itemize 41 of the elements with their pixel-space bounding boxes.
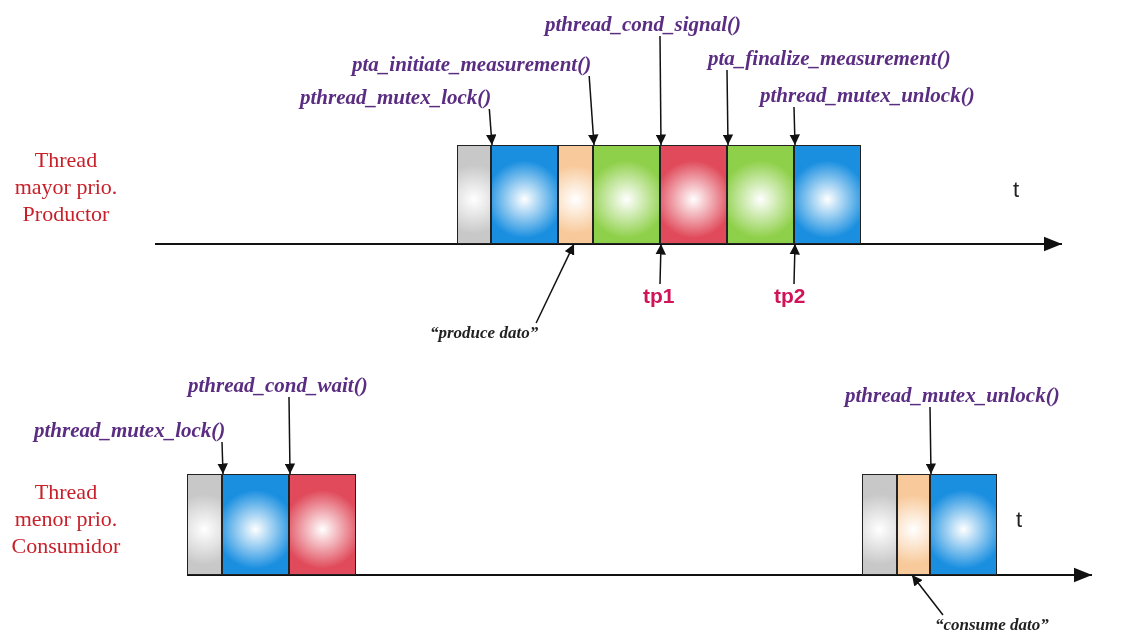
leader-arrow [722,69,734,146]
time-slice-block [727,145,794,244]
time-slice-block [930,474,997,575]
leader-arrow [535,243,575,324]
time-slice-block [593,145,660,244]
function-call-label: pthread_mutex_lock() [300,85,492,109]
time-slice-block [897,474,930,575]
leader-arrow [925,406,937,475]
action-note: “produce dato” [430,323,539,343]
thread-label: Thread menor prio. Consumidor [10,478,122,559]
time-point-label: tp1 [643,284,675,308]
time-slice-block [660,145,727,244]
leader-arrow [588,75,599,146]
leader-arrow [789,106,800,146]
time-slice-block [289,474,356,575]
leader-arrow [911,574,944,616]
function-call-label: pthread_cond_signal() [545,12,741,36]
leader-arrow [217,441,228,475]
time-slice-block [558,145,593,244]
time-slice-block [222,474,289,575]
leader-arrow [789,243,800,285]
time-slice-block [491,145,558,244]
action-note: “consume dato” [935,615,1049,635]
time-point-label: tp2 [774,284,806,308]
function-call-label: pthread_mutex_unlock() [845,383,1060,407]
time-slice-block [862,474,897,575]
function-call-label: pthread_mutex_lock() [34,418,226,442]
time-slice-block [457,145,491,244]
function-call-label: pthread_cond_wait() [188,373,368,397]
function-call-label: pta_initiate_measurement() [352,52,592,76]
thread-label: Thread mayor prio. Productor [13,146,119,227]
time-axis-label: t [1016,508,1023,532]
function-call-label: pta_finalize_measurement() [708,46,951,70]
leader-arrow [486,108,497,146]
leader-arrow [655,35,667,146]
function-call-label: pthread_mutex_unlock() [760,83,975,107]
leader-arrow [655,243,666,285]
time-slice-block [187,474,222,575]
leader-arrow [284,396,296,475]
time-slice-block [794,145,861,244]
time-axis-label: t [1013,178,1020,202]
